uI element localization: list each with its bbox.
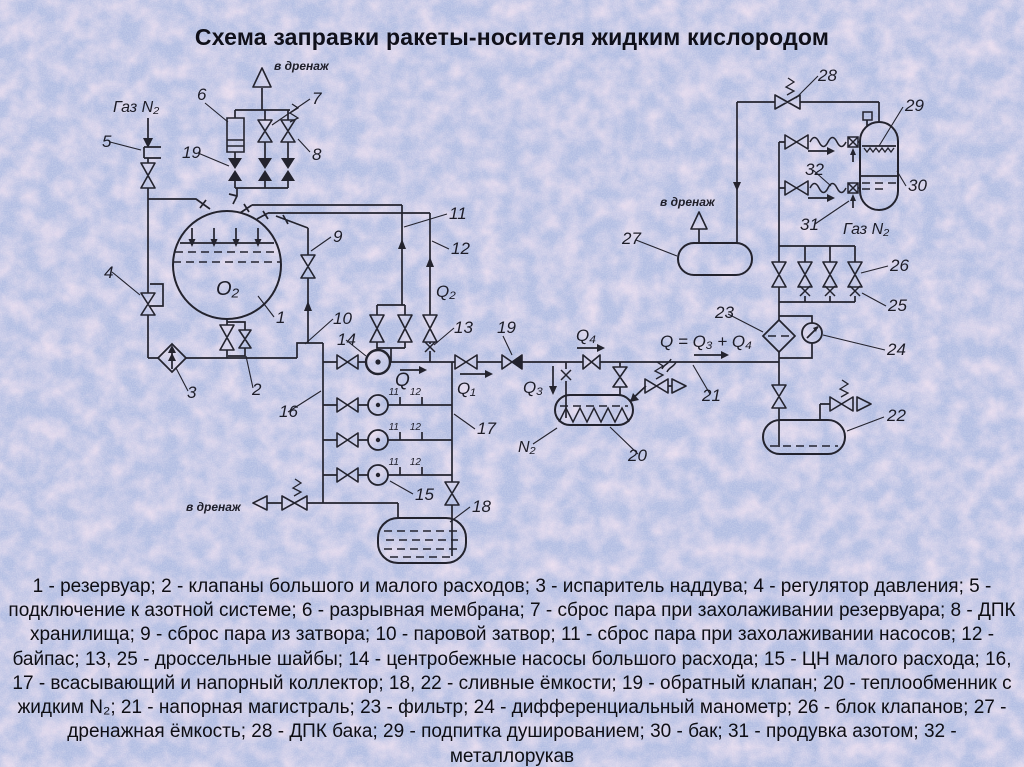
label-1: 1 xyxy=(276,308,285,327)
label-13: 13 xyxy=(454,318,473,337)
vessels xyxy=(156,111,899,564)
label-7: 7 xyxy=(312,89,322,108)
tick-label-12: 12 xyxy=(410,387,422,398)
label-24: 24 xyxy=(886,340,906,359)
label-11: 11 xyxy=(449,204,467,223)
lox-fueling-schematic: 5 6 19 7 8 9 11 12 4 1 2 3 10 14 13 19 1… xyxy=(102,59,927,564)
drain-tank-22 xyxy=(762,419,846,455)
leader-lines xyxy=(109,75,907,523)
shutoff-valve-icons xyxy=(140,94,863,511)
label-29: 29 xyxy=(904,96,924,115)
label-8: 8 xyxy=(312,145,322,164)
label-31: 31 xyxy=(800,215,819,234)
label-o2: O₂ xyxy=(216,278,240,300)
label-gaz-n2-right: Газ N₂ xyxy=(843,221,889,238)
level-dashes xyxy=(173,182,896,558)
heat-exchanger-20 xyxy=(554,394,634,426)
tick-label-11: 11 xyxy=(389,457,399,468)
label-q-sum: Q = Q₃ + Q₄ xyxy=(660,332,752,351)
pump-hubs xyxy=(375,359,381,478)
liquid-level-lines xyxy=(173,182,896,558)
drain-tank-18 xyxy=(377,517,467,564)
tank-30-top-fitting xyxy=(862,111,873,121)
pipes xyxy=(143,88,898,556)
metal-hose-32-icon xyxy=(809,136,847,194)
label-14: 14 xyxy=(337,330,356,349)
label-26: 26 xyxy=(889,256,909,275)
label-19-main: 19 xyxy=(497,318,516,337)
label-16: 16 xyxy=(279,402,298,421)
membrane-6-icon xyxy=(226,117,245,153)
centrifugal-pumps xyxy=(364,348,392,486)
label-30: 30 xyxy=(908,176,927,195)
reservoir-1 xyxy=(172,210,282,320)
label-22: 22 xyxy=(886,406,906,425)
label-21: 21 xyxy=(701,386,721,405)
label-15: 15 xyxy=(415,485,434,504)
tick-label-11: 11 xyxy=(389,422,399,433)
label-q1: Q₁ xyxy=(457,379,476,398)
label-drain-top: в дренаж xyxy=(274,59,330,73)
figure-caption: 1 - резервуар; 2 - клапаны большого и ма… xyxy=(8,576,1016,767)
drainage-tank-27 xyxy=(677,242,753,276)
label-q4: Q₄ xyxy=(576,326,596,345)
label-23: 23 xyxy=(714,303,734,322)
tick-label-12: 12 xyxy=(410,457,422,468)
spray-29-icon xyxy=(863,146,895,154)
label-2: 2 xyxy=(251,380,262,399)
label-5: 5 xyxy=(102,132,112,151)
vent-triangle-icons xyxy=(252,67,872,511)
tick-label-11: 11 xyxy=(389,387,399,398)
pump-14-icon xyxy=(364,348,392,376)
label-q: Q xyxy=(395,370,410,391)
pipe-runs xyxy=(143,88,898,556)
label-gaz-n2-left: Газ N₂ xyxy=(113,99,159,116)
label-20: 20 xyxy=(627,446,647,465)
labels: 5 6 19 7 8 9 11 12 4 1 2 3 10 14 13 19 1… xyxy=(102,59,927,516)
diff-manometer-24-icon xyxy=(801,322,823,344)
label-10: 10 xyxy=(333,309,352,328)
label-28: 28 xyxy=(817,66,837,85)
pump-icon xyxy=(367,429,389,451)
label-12: 12 xyxy=(451,239,470,258)
label-19-left: 19 xyxy=(182,143,201,162)
label-3: 3 xyxy=(187,383,197,402)
label-17: 17 xyxy=(477,419,496,438)
hx-coil-icon xyxy=(558,406,630,424)
page-title: Схема заправки ракеты-носителя жидким ки… xyxy=(194,24,830,50)
tick-label-12: 12 xyxy=(410,422,422,433)
check-valve-icons xyxy=(228,158,522,369)
label-q3: Q₃ xyxy=(523,378,543,397)
pipe-break-icon xyxy=(661,358,677,373)
label-25: 25 xyxy=(887,296,907,315)
label-drain-mid: в дренаж xyxy=(660,195,716,209)
filter-23-icon xyxy=(761,318,797,354)
label-27: 27 xyxy=(621,229,641,248)
flex-hose-icons xyxy=(661,136,859,373)
hose-coupling-icon xyxy=(847,136,859,194)
rocket-tank-30 xyxy=(859,121,899,211)
pump-15-icon xyxy=(367,464,389,486)
throttle-washer-icons xyxy=(424,285,861,381)
label-drain-bottom: в дренаж xyxy=(186,500,242,514)
label-4: 4 xyxy=(104,263,113,282)
evaporator-3-icon xyxy=(156,342,188,374)
valve-icons-vertical xyxy=(140,119,863,506)
pump-icon xyxy=(367,394,389,416)
label-18: 18 xyxy=(472,497,491,516)
label-9: 9 xyxy=(333,227,343,246)
label-6: 6 xyxy=(197,85,207,104)
label-q2: Q₂ xyxy=(436,282,456,301)
label-n2-hx: N₂ xyxy=(518,439,536,456)
label-32: 32 xyxy=(805,160,824,179)
